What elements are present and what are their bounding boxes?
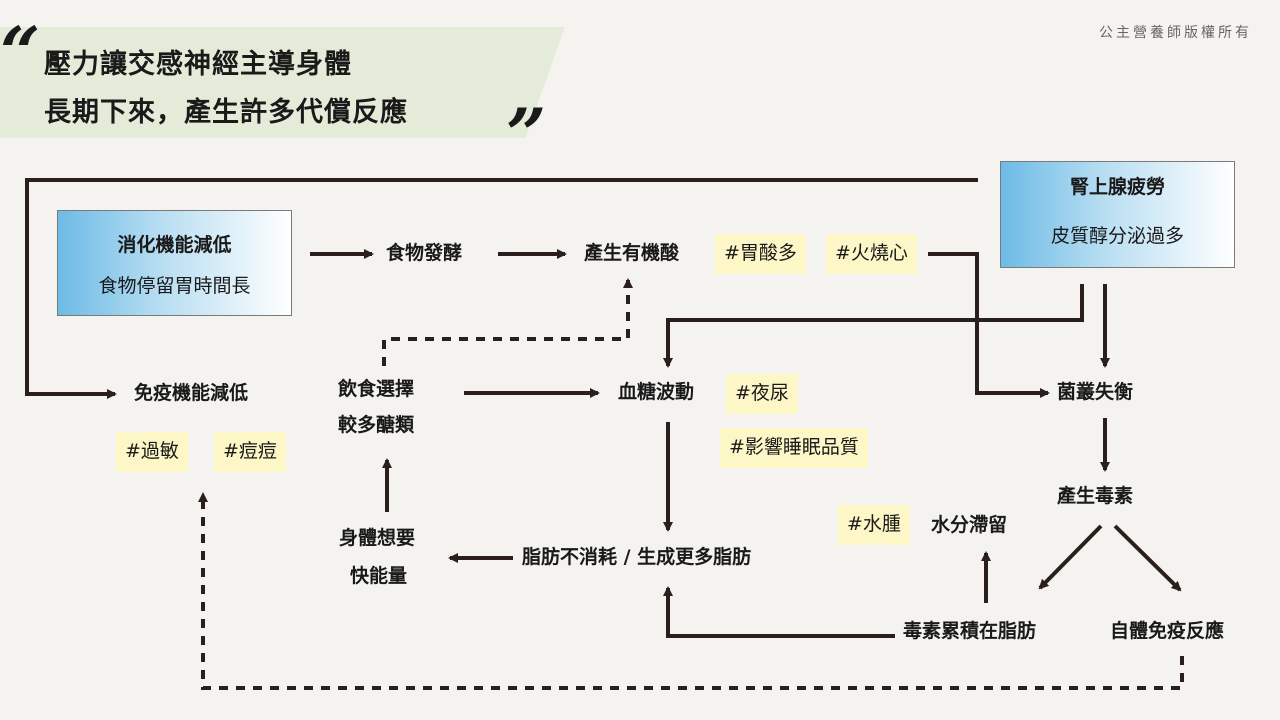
connector-adrenal-to-blood-sugar	[663, 284, 1084, 368]
node-immune-decline: 免疫機能減低	[134, 382, 249, 404]
node-water-retention: 水分滯留	[931, 514, 1008, 536]
tag-acne: #痘痘	[214, 432, 286, 472]
connector-toxin-fat-to-fat	[663, 586, 895, 638]
title-line-1: 壓力讓交感神經主導身體	[44, 49, 352, 80]
tag-heartburn: #火燒心	[826, 234, 917, 274]
node-toxin-in-fat: 毒素累積在脂肪	[903, 620, 1037, 642]
title-line-2: 長期下來，產生許多代償反應	[44, 97, 408, 128]
connector-toxins-to-autoimmune	[1113, 524, 1182, 592]
node-autoimmune: 自體免疫反應	[1110, 620, 1225, 642]
connector-autoimmune-to-immune-dashed	[198, 492, 1184, 690]
node-diet-choice-line1: 飲食選擇	[338, 378, 415, 400]
node-body-energy-line2: 快能量	[350, 565, 408, 587]
node-diet-choice-line2: 較多醣類	[338, 414, 415, 436]
connector-diet-to-acid-dashed	[382, 278, 633, 366]
node-fermentation: 食物發酵	[386, 242, 463, 264]
tag-sleep-quality: #影響睡眠品質	[720, 428, 868, 468]
digestion-box: 消化機能減低 食物停留胃時間長	[57, 210, 292, 316]
node-fat-storage: 脂肪不消耗 / 生成更多脂肪	[522, 546, 752, 568]
node-flora: 菌叢失衡	[1057, 381, 1134, 403]
open-quote-mark: “	[0, 11, 41, 94]
adrenal-subtitle: 皮質醇分泌過多	[1050, 225, 1184, 247]
adrenal-box: 腎上腺疲勞 皮質醇分泌過多	[1000, 161, 1235, 268]
digestion-title: 消化機能減低	[117, 234, 232, 256]
connector-toxins-to-toxin-fat	[1038, 524, 1103, 590]
adrenal-title: 腎上腺疲勞	[1069, 176, 1165, 198]
tag-allergy: #過敏	[116, 432, 188, 472]
title-banner	[0, 27, 565, 138]
node-toxins: 產生毒素	[1057, 485, 1134, 507]
connector-acid-to-flora	[928, 252, 1050, 398]
connector-adrenal-to-immune	[25, 178, 978, 399]
tag-edema: #水腫	[838, 505, 910, 545]
digestion-subtitle: 食物停留胃時間長	[98, 275, 251, 297]
close-quote-mark: ”	[506, 93, 547, 176]
node-organic-acid: 產生有機酸	[584, 242, 680, 264]
node-body-energy-line1: 身體想要	[339, 527, 416, 549]
tag-stomach-acid: #胃酸多	[715, 234, 806, 274]
copyright-text: 公主營養師版權所有	[1099, 25, 1252, 41]
tag-nocturia: #夜尿	[726, 374, 798, 414]
node-blood-sugar: 血糖波動	[618, 381, 695, 403]
